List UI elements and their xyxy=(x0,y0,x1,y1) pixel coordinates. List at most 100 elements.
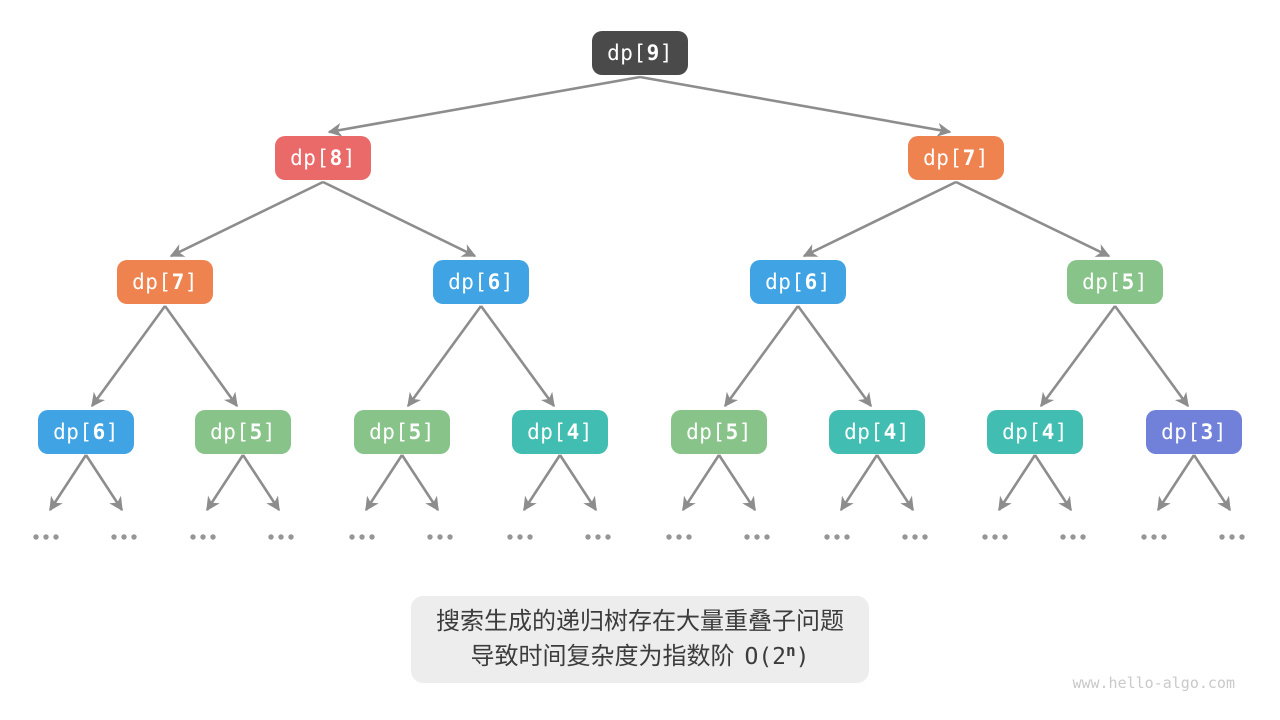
tree-node-a-dp9: dp[9] xyxy=(592,31,688,75)
ellipsis xyxy=(666,534,692,540)
node-label-pre: dp[ xyxy=(686,420,726,444)
node-label-post: ] xyxy=(1213,420,1227,444)
caption-line-2-text: 导致时间复杂度为指数阶 xyxy=(470,642,735,670)
tree-arrows xyxy=(48,75,1232,512)
ellipsis-dot xyxy=(278,534,284,540)
node-label-post: ] xyxy=(184,270,198,294)
tree-edge-arrow xyxy=(717,454,757,512)
ellipsis-dot xyxy=(922,534,928,540)
ellipsis xyxy=(1060,534,1086,540)
node-label-num: 5 xyxy=(725,420,739,444)
tree-edge-arrow xyxy=(1156,454,1196,512)
ellipsis-dot xyxy=(902,534,908,540)
ellipsis xyxy=(111,534,137,540)
ellipsis xyxy=(585,534,611,540)
complexity-formula: O(2n) xyxy=(744,640,809,676)
tree-node-c1-dp7: dp[7] xyxy=(117,260,213,304)
node-label-num: 6 xyxy=(487,270,501,294)
node-label-post: ] xyxy=(1054,420,1068,444)
tree-edge-arrow xyxy=(169,180,324,258)
tree-edge-arrow xyxy=(875,454,915,512)
formula-close: ) xyxy=(795,643,810,670)
ellipsis-dot xyxy=(1151,534,1157,540)
tree-edge-arrow xyxy=(205,454,245,512)
tree-node-c2-dp6: dp[6] xyxy=(433,260,529,304)
node-label-num: 5 xyxy=(249,420,263,444)
ellipsis-dot xyxy=(1002,534,1008,540)
ellipsis xyxy=(1219,534,1245,540)
tree-edge-arrow xyxy=(522,454,562,512)
tree-edge-arrow xyxy=(48,454,88,512)
tree-node-d5-dp5: dp[5] xyxy=(671,410,767,454)
caption-line-1: 搜索生成的递归树存在大量重叠子问题 xyxy=(436,604,844,639)
node-label-pre: dp[ xyxy=(1161,420,1201,444)
ellipsis xyxy=(427,534,453,540)
ellipsis xyxy=(507,534,533,540)
caption-box: 搜索生成的递归树存在大量重叠子问题 导致时间复杂度为指数阶 O(2n) xyxy=(411,596,869,683)
ellipsis xyxy=(824,534,850,540)
node-label-post: ] xyxy=(738,420,752,444)
tree-edge-arrow xyxy=(639,75,952,137)
node-label-pre: dp[ xyxy=(765,270,805,294)
tree-edge-arrow xyxy=(802,180,957,258)
ellipsis-dot xyxy=(447,534,453,540)
tree-node-d3-dp5: dp[5] xyxy=(354,410,450,454)
ellipsis-dot xyxy=(349,534,355,540)
tree-node-b2-dp7: dp[7] xyxy=(908,136,1004,180)
node-label-pre: dp[ xyxy=(607,41,647,65)
caption-line-2: 导致时间复杂度为指数阶 O(2n) xyxy=(470,639,809,676)
node-label-pre: dp[ xyxy=(1002,420,1042,444)
ellipsis-dot xyxy=(210,534,216,540)
ellipsis-dot xyxy=(268,534,274,540)
node-label-post: ] xyxy=(421,420,435,444)
ellipsis-dot xyxy=(834,534,840,540)
tree-edge-arrow xyxy=(163,305,239,408)
ellipsis-dot xyxy=(369,534,375,540)
node-label-post: ] xyxy=(579,420,593,444)
ellipsis-dot xyxy=(507,534,513,540)
ellipsis-dot xyxy=(1141,534,1147,540)
tree-node-b1-dp8: dp[8] xyxy=(275,136,371,180)
tree-edge-arrow xyxy=(90,305,167,408)
tree-edge-arrow xyxy=(364,454,404,512)
tree-edge-arrow xyxy=(479,305,556,408)
ellipsis xyxy=(1141,534,1167,540)
node-label-post: ] xyxy=(105,420,119,444)
ellipsis xyxy=(268,534,294,540)
ellipsis-dot xyxy=(764,534,770,540)
node-label-num: 4 xyxy=(1041,420,1055,444)
ellipsis-dot xyxy=(190,534,196,540)
ellipsis-dot xyxy=(131,534,137,540)
ellipsis-dot xyxy=(437,534,443,540)
ellipsis xyxy=(190,534,216,540)
node-label-pre: dp[ xyxy=(290,146,330,170)
ellipsis xyxy=(982,534,1008,540)
node-label-num: 7 xyxy=(171,270,185,294)
ellipsis-dot xyxy=(982,534,988,540)
node-label-post: ] xyxy=(500,270,514,294)
tree-edge-arrow xyxy=(327,75,641,137)
node-label-num: 5 xyxy=(408,420,422,444)
node-label-num: 7 xyxy=(962,146,976,170)
ellipsis-dot xyxy=(676,534,682,540)
node-label-post: ] xyxy=(817,270,831,294)
tree-node-d8-dp3: dp[3] xyxy=(1146,410,1242,454)
tree-node-d1-dp6: dp[6] xyxy=(38,410,134,454)
node-label-num: 6 xyxy=(804,270,818,294)
ellipsis-dot xyxy=(43,534,49,540)
node-label-post: ] xyxy=(975,146,989,170)
ellipsis-dot xyxy=(1060,534,1066,540)
ellipsis xyxy=(349,534,375,540)
ellipsis-dot xyxy=(200,534,206,540)
tree-edge-arrow xyxy=(322,180,477,258)
node-label-num: 8 xyxy=(329,146,343,170)
node-label-pre: dp[ xyxy=(53,420,93,444)
ellipsis-dot xyxy=(1080,534,1086,540)
watermark: www.hello-algo.com xyxy=(1072,674,1235,692)
ellipsis-dot xyxy=(754,534,760,540)
ellipsis-dot xyxy=(427,534,433,540)
ellipsis-dot xyxy=(595,534,601,540)
tree-node-c3-dp6: dp[6] xyxy=(750,260,846,304)
tree-edge-arrow xyxy=(839,454,879,512)
